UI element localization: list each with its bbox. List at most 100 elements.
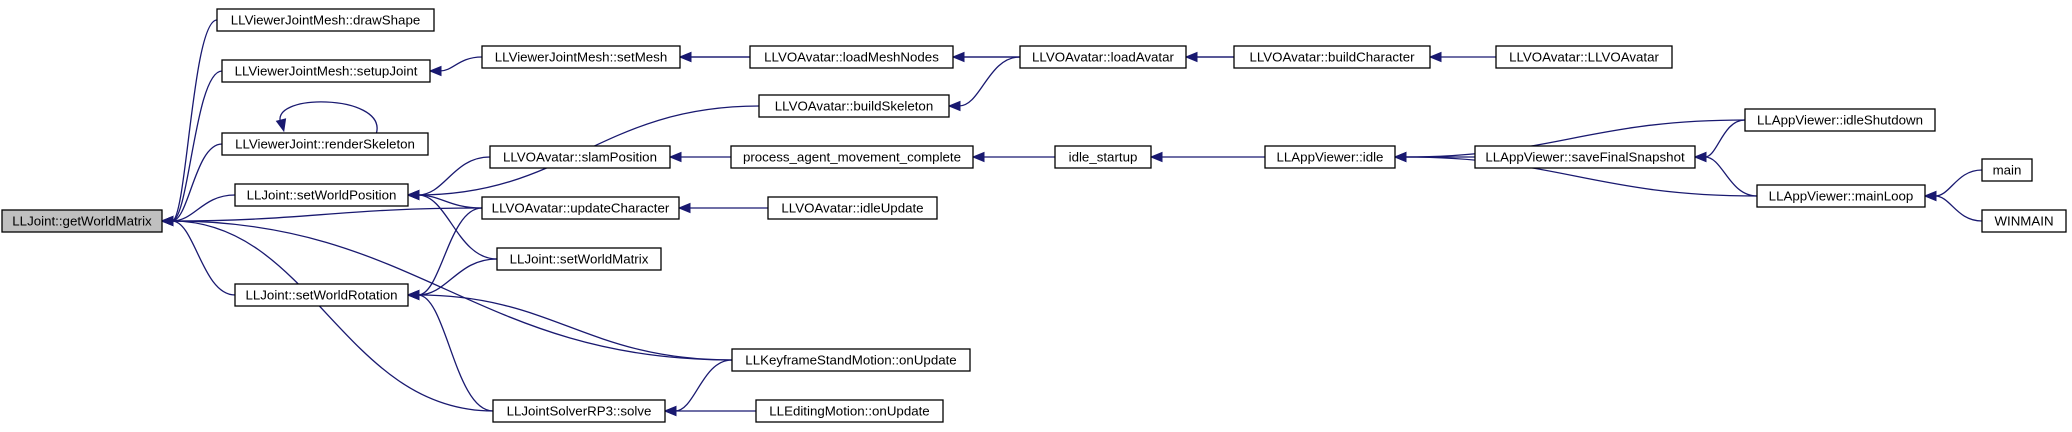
node-label: LLViewerJointMesh::drawShape xyxy=(231,13,420,28)
node-label: LLJoint::setWorldMatrix xyxy=(510,252,649,267)
node-getWorldMatrix[interactable]: LLJoint::getWorldMatrix xyxy=(1,209,163,233)
edge-line xyxy=(1404,156,1758,197)
node-saveFinalSnapshot[interactable]: LLAppViewer::saveFinalSnapshot xyxy=(1474,145,1696,169)
node-box[interactable] xyxy=(234,183,409,207)
arrowhead-icon xyxy=(1923,190,1937,202)
edge-updateCharacter-to-getWorldMatrix xyxy=(160,207,483,227)
edge-line xyxy=(674,359,733,412)
node-main[interactable]: main xyxy=(1981,158,2033,182)
node-label: LLViewerJointMesh::setupJoint xyxy=(235,64,418,79)
node-loadMeshNodes[interactable]: LLVOAvatar::loadMeshNodes xyxy=(749,45,954,69)
arrowhead-icon xyxy=(275,118,287,133)
node-buildSkeleton[interactable]: LLVOAvatar::buildSkeleton xyxy=(758,94,950,118)
edge-setMesh-to-setupJoint xyxy=(428,56,483,77)
edge-setWorldRotation-to-getWorldMatrix xyxy=(160,215,236,296)
node-box[interactable] xyxy=(481,196,680,220)
node-box[interactable] xyxy=(489,145,671,169)
node-label: LLKeyframeStandMotion::onUpdate xyxy=(745,353,956,368)
node-box[interactable] xyxy=(1981,209,2067,233)
node-label: WINMAIN xyxy=(1994,214,2053,229)
node-appIdle[interactable]: LLAppViewer::idle xyxy=(1264,145,1396,169)
node-box[interactable] xyxy=(1744,108,1936,132)
node-loadAvatar[interactable]: LLVOAvatar::loadAvatar xyxy=(1019,45,1187,69)
node-setWorldRotation[interactable]: LLJoint::setWorldRotation xyxy=(234,283,409,307)
edge-line xyxy=(417,294,494,412)
node-setMesh[interactable]: LLViewerJointMesh::setMesh xyxy=(481,45,681,69)
node-idleShutdown[interactable]: LLAppViewer::idleShutdown xyxy=(1744,108,1936,132)
node-box[interactable] xyxy=(1264,145,1396,169)
node-setupJoint[interactable]: LLViewerJointMesh::setupJoint xyxy=(221,59,431,83)
node-box[interactable] xyxy=(1474,145,1696,169)
arrowhead-icon xyxy=(1393,151,1407,163)
node-box[interactable] xyxy=(1756,184,1926,208)
node-label: LLVOAvatar::LLVOAvatar xyxy=(1509,50,1659,65)
node-buildCharacter[interactable]: LLVOAvatar::buildCharacter xyxy=(1233,45,1431,69)
arrowhead-icon xyxy=(160,215,174,227)
node-processAgent[interactable]: process_agent_movement_complete xyxy=(730,145,974,169)
node-box[interactable] xyxy=(731,348,971,372)
node-updateCharacter[interactable]: LLVOAvatar::updateCharacter xyxy=(481,196,680,220)
edge-solve-to-setWorldRotation xyxy=(406,289,494,412)
node-box[interactable] xyxy=(758,94,950,118)
node-label: LLVOAvatar::loadMeshNodes xyxy=(764,50,939,65)
node-box[interactable] xyxy=(1,209,163,233)
edge-line xyxy=(417,156,491,196)
node-mainLoop[interactable]: LLAppViewer::mainLoop xyxy=(1756,184,1926,208)
node-setWorldPosition[interactable]: LLJoint::setWorldPosition xyxy=(234,183,409,207)
node-llvoAvatar[interactable]: LLVOAvatar::LLVOAvatar xyxy=(1495,45,1673,69)
node-winmain[interactable]: WINMAIN xyxy=(1981,209,2067,233)
node-box[interactable] xyxy=(749,45,954,69)
node-drawShape[interactable]: LLViewerJointMesh::drawShape xyxy=(216,8,435,32)
arrowhead-icon xyxy=(1428,51,1442,63)
node-box[interactable] xyxy=(1019,45,1187,69)
node-box[interactable] xyxy=(1233,45,1431,69)
arrowhead-icon xyxy=(1184,51,1198,63)
arrowhead-icon xyxy=(947,100,961,112)
node-label: process_agent_movement_complete xyxy=(743,150,961,165)
node-solve[interactable]: LLJointSolverRP3::solve xyxy=(492,399,666,423)
node-label: LLEditingMotion::onUpdate xyxy=(769,404,929,419)
node-slamPosition[interactable]: LLVOAvatar::slamPosition xyxy=(489,145,671,169)
edge-llvoAvatar-to-buildCharacter xyxy=(1428,51,1496,63)
edge-line xyxy=(171,207,483,222)
node-box[interactable] xyxy=(496,247,662,271)
edge-setupJoint-to-getWorldMatrix xyxy=(160,70,223,227)
node-label: LLJoint::setWorldPosition xyxy=(247,188,397,203)
node-box[interactable] xyxy=(730,145,974,169)
node-box[interactable] xyxy=(216,8,435,32)
edge-mainLoop-to-saveFinalSnapshot xyxy=(1693,151,1758,197)
node-box[interactable] xyxy=(221,59,431,83)
node-box[interactable] xyxy=(1495,45,1673,69)
node-idleUpdate[interactable]: LLVOAvatar::idleUpdate xyxy=(767,196,938,220)
node-renderSkeleton[interactable]: LLViewerJoint::renderSkeleton xyxy=(221,132,429,156)
edge-line xyxy=(958,56,1021,107)
node-editingOnUpdate[interactable]: LLEditingMotion::onUpdate xyxy=(755,399,944,423)
edge-line xyxy=(417,194,498,260)
edge-line xyxy=(171,143,223,222)
edge-line xyxy=(1704,156,1758,197)
node-setWorldMatrix[interactable]: LLJoint::setWorldMatrix xyxy=(496,247,662,271)
arrowhead-icon xyxy=(406,289,420,301)
edge-mainLoop-to-appIdle xyxy=(1393,151,1758,197)
node-box[interactable] xyxy=(234,283,409,307)
node-box[interactable] xyxy=(1981,158,2033,182)
arrowhead-icon xyxy=(406,189,420,201)
arrowhead-icon xyxy=(1149,151,1163,163)
edge-line xyxy=(171,19,218,222)
node-label: LLJointSolverRP3::solve xyxy=(507,404,652,419)
node-box[interactable] xyxy=(492,399,666,423)
edge-line xyxy=(439,56,483,72)
node-box[interactable] xyxy=(1054,145,1152,169)
node-keyframeOnUpdate[interactable]: LLKeyframeStandMotion::onUpdate xyxy=(731,348,971,372)
node-label: LLJoint::setWorldRotation xyxy=(245,288,397,303)
node-box[interactable] xyxy=(755,399,944,423)
node-box[interactable] xyxy=(221,132,429,156)
edge-idleUpdate-to-updateCharacter xyxy=(677,202,769,214)
node-box[interactable] xyxy=(481,45,681,69)
node-box[interactable] xyxy=(767,196,938,220)
node-label: LLVOAvatar::idleUpdate xyxy=(781,201,923,216)
arrowhead-icon xyxy=(678,51,692,63)
edge-line xyxy=(417,258,498,296)
node-idleStartup[interactable]: idle_startup xyxy=(1054,145,1152,169)
